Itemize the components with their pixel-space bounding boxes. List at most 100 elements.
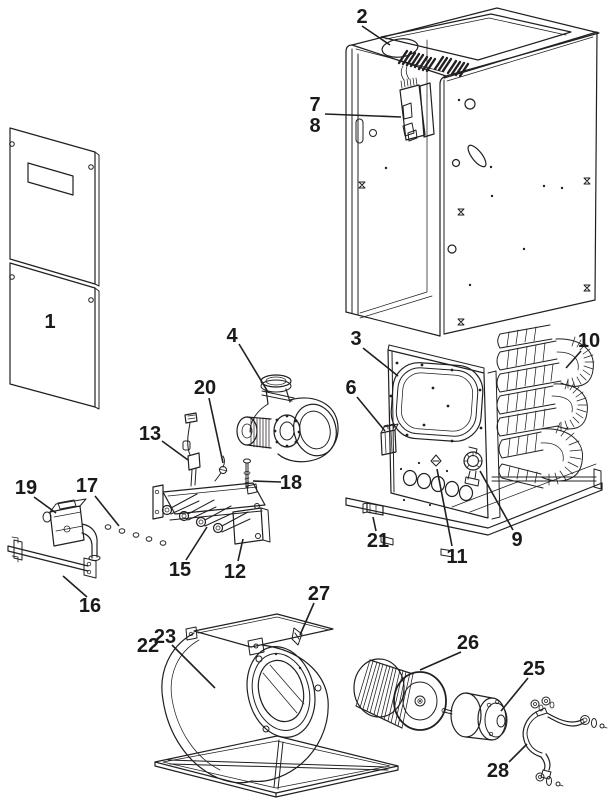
motor-mount (522, 696, 608, 787)
burners (161, 493, 251, 534)
gas-valve-group (7, 498, 167, 579)
cabinet-right-panel (443, 31, 598, 335)
callout-leader-7 (324, 113, 402, 118)
front-door-panels (9, 127, 100, 410)
callout-label-10-heat-exchanger-tubes: 10 (578, 330, 600, 352)
board-connector (402, 102, 413, 120)
valve-knob (42, 511, 52, 523)
board-terminal (402, 122, 415, 137)
flue-hole (381, 38, 419, 58)
cabinet-top-opening (380, 13, 572, 61)
callout-label-1-front-door-panels: 1 (44, 311, 55, 333)
callout-leader-26 (419, 651, 462, 671)
callout-label-13-igniter: 13 (139, 423, 161, 445)
housing-ring-outer (246, 646, 316, 738)
housing-tab (247, 637, 265, 656)
callout-label-4-inducer-blower: 4 (226, 325, 238, 347)
circuit-board (399, 84, 426, 141)
callout-label-19-gas-valve: 19 (15, 477, 37, 499)
panel-right-flange (487, 370, 501, 520)
ubend-fins (560, 379, 588, 432)
motor-ribs (250, 417, 270, 449)
door-screw (9, 141, 15, 147)
inducer-face-ring (293, 403, 337, 457)
callout-label-2-cabinet: 2 (356, 6, 367, 28)
vent-grille (397, 49, 437, 73)
panel-hole (451, 158, 461, 168)
panel-clips (358, 177, 591, 326)
callout-label-11-burner-inlet-holes: 11 (446, 546, 467, 568)
callout-leader-12 (237, 538, 244, 562)
valve-outlet-elbow (81, 523, 98, 559)
limit-switch (380, 423, 399, 456)
burner-inlet-holes (402, 469, 474, 502)
heat-exchanger-tubes (496, 324, 595, 489)
callout-label-26-blower-wheel: 26 (457, 632, 479, 654)
panel-hole (464, 98, 476, 110)
wheel-front-disc (393, 671, 447, 731)
callout-leader-28 (508, 743, 528, 763)
door-screw (88, 297, 94, 303)
mount-bolt (530, 699, 540, 709)
mount-washer (546, 776, 552, 786)
ubend-fins (548, 422, 582, 486)
mount-washer (591, 718, 597, 728)
housing-tab (185, 626, 198, 641)
callout-leader-2 (361, 25, 391, 46)
callout-label-6-limit-switch: 6 (345, 377, 356, 399)
callout-leader-6 (356, 396, 386, 432)
callout-leader-15 (185, 526, 208, 561)
callout-label-16-manifold-pipe: 16 (79, 595, 101, 617)
orifices (104, 524, 167, 546)
upper-door-panel (9, 127, 96, 285)
callout-leader-27 (299, 602, 315, 636)
callout-leader-4 (238, 343, 269, 393)
front-plate-edge (251, 644, 329, 783)
vent-grille (433, 55, 470, 78)
motor-hub (496, 714, 506, 728)
callout-leader-20 (208, 397, 224, 464)
callout-leader-3 (362, 347, 399, 377)
callout-label-20-flame-sensor: 20 (194, 377, 216, 399)
mount-leg (540, 753, 551, 771)
gas-valve (42, 498, 87, 547)
callout-label-7-control-board: 7 (309, 94, 320, 116)
wiring-slot (355, 118, 364, 144)
motor-body-rear (450, 692, 482, 738)
lower-door-panel (9, 262, 96, 408)
callout-label-21-door-switch: 21 (367, 530, 389, 552)
pin-header (400, 77, 418, 89)
callout-leader-17 (94, 495, 120, 527)
callout-label-15-burners: 15 (169, 559, 191, 581)
callout-leader-10 (565, 350, 582, 369)
callout-leader-13 (161, 440, 189, 461)
cabinet (345, 7, 600, 337)
callout-label-12-burner-box: 12 (224, 561, 246, 583)
sight-glass-clip (430, 454, 442, 467)
flame-sensor (214, 455, 228, 482)
mount-strap (522, 711, 542, 758)
door-screw (9, 274, 15, 280)
manifold-pipe (7, 536, 97, 579)
panel-slot (467, 144, 487, 168)
blower-motor (441, 692, 508, 741)
panel-hole (447, 244, 457, 254)
mount-bolt (541, 696, 551, 706)
callout-label-18-screw: 18 (280, 472, 302, 494)
board-wires (400, 63, 410, 81)
inducer-housing (277, 397, 339, 463)
base-pan (154, 735, 399, 798)
heat-exchanger-door (390, 362, 484, 442)
wheel-hub (414, 695, 426, 707)
housing-clip (291, 627, 303, 646)
rating-plate (27, 162, 74, 196)
mount-arm (546, 712, 586, 727)
callout-label-23-blower-assembly: 23 (154, 626, 176, 648)
callout-leader-23 (171, 644, 216, 689)
callout-leader-25 (500, 677, 529, 712)
cabinet-interior-edge (359, 39, 433, 319)
housing-top-flange (193, 613, 334, 648)
